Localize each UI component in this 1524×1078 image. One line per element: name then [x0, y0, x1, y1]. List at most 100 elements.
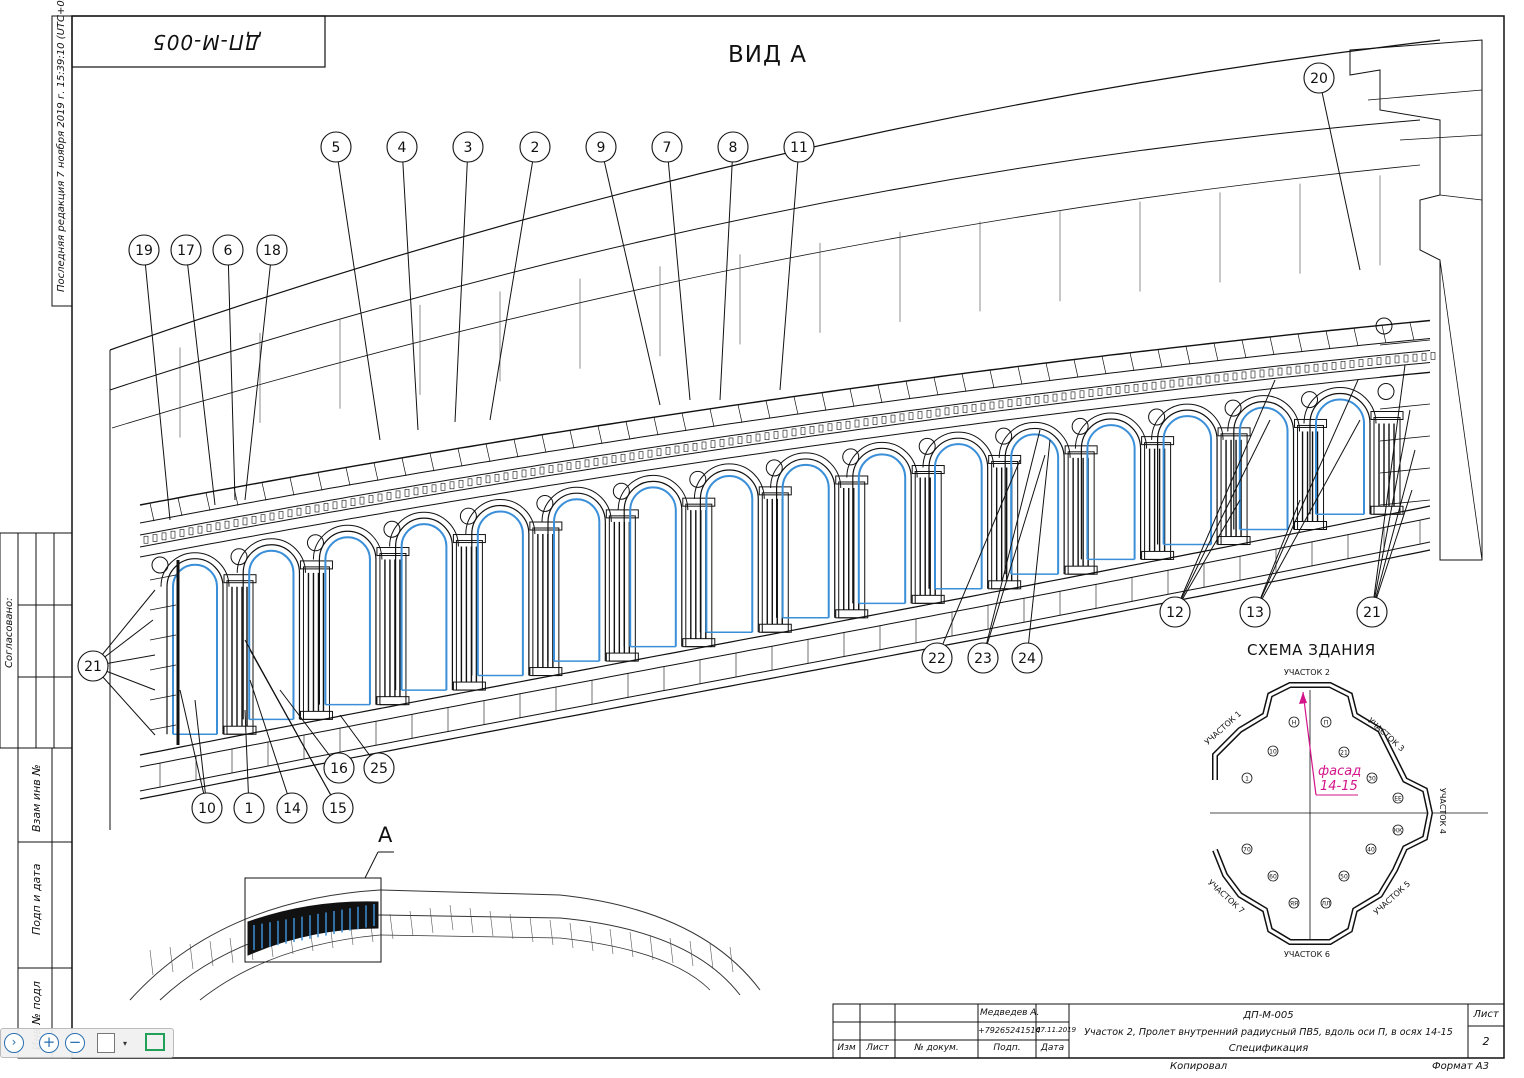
pier-base: [758, 623, 792, 633]
cornice-joint: [877, 384, 883, 403]
cornice-joint: [625, 421, 631, 440]
fit-page-icon[interactable]: [145, 1033, 165, 1051]
dentil: [1205, 375, 1211, 384]
col-doc: № докум.: [914, 1043, 959, 1053]
scheme-axis-mark: [1392, 792, 1404, 804]
scheme-axis-mark-label: КК: [1394, 828, 1403, 835]
scheme-section-6: УЧАСТОК 6: [1284, 950, 1330, 959]
dentil: [917, 411, 923, 419]
zoom-in-button[interactable]: +: [39, 1033, 59, 1053]
overview-highlight: [247, 901, 379, 956]
cornice-joint: [569, 430, 575, 449]
cornice-joint: [541, 434, 547, 453]
overview-outer: [129, 889, 761, 1001]
dentil: [863, 418, 869, 427]
leader-line: [185, 249, 216, 506]
scheme-axis-mark-label: 30: [1368, 776, 1376, 783]
arch-frame: [776, 458, 836, 618]
dentil: [143, 535, 149, 544]
pier-base: [1370, 505, 1404, 515]
dentil: [908, 412, 914, 420]
leader-line: [1371, 449, 1416, 613]
cornice-joint: [1213, 343, 1219, 362]
pier-capital: [452, 534, 486, 544]
leader-line: [666, 146, 691, 401]
dentil: [1043, 394, 1049, 403]
dentil: [269, 512, 275, 521]
scheme-axis-mark: [1338, 746, 1350, 758]
overview-inner: [159, 914, 741, 1001]
dentil: [1367, 358, 1373, 366]
pier-capital: [376, 547, 410, 557]
roundel: [536, 494, 554, 512]
pier-base: [911, 594, 945, 604]
cornice-joint: [961, 373, 967, 392]
callout-21-left-bubble: [77, 650, 109, 682]
dentil: [422, 486, 428, 494]
page-icon[interactable]: [97, 1033, 115, 1053]
chevron-down-icon[interactable]: ▾: [123, 1039, 128, 1048]
scheme-section-2: УЧАСТОК 2: [1284, 668, 1330, 677]
overview-pier: [729, 946, 734, 973]
dentil: [971, 404, 977, 412]
tb-doc-type: Спецификация: [1228, 1043, 1309, 1054]
dentil: [1394, 355, 1400, 364]
callout-9-label: 9: [597, 140, 606, 156]
leader-line: [244, 709, 250, 809]
upper-cornice-line-2: [109, 119, 1421, 391]
roundel: [1375, 317, 1393, 335]
callout-24-label: 24: [1018, 651, 1036, 667]
roundel: [995, 427, 1013, 445]
overview-inner-2: [199, 934, 711, 1001]
overview-pier: [589, 925, 594, 952]
callout-14-label: 14: [283, 801, 301, 817]
arch-glass-edge: [400, 523, 448, 691]
nav-button[interactable]: ›: [4, 1033, 24, 1053]
dentil: [1277, 367, 1283, 376]
overview-pier: [209, 940, 214, 967]
callout-8-label: 8: [729, 140, 738, 156]
cornice-joint: [1017, 366, 1023, 385]
callout-3-bubble: [452, 131, 484, 163]
dentil: [611, 455, 617, 463]
arch-archivolt: [1074, 412, 1148, 449]
callout-16-label: 16: [330, 761, 348, 777]
dentil: [530, 468, 536, 476]
dentil: [827, 423, 833, 432]
wall-course: [149, 664, 177, 671]
pier-base: [605, 652, 639, 662]
dentil: [413, 487, 419, 496]
detail-label: А: [378, 823, 393, 847]
scheme-axis-mark: [1288, 716, 1300, 728]
dentil: [512, 471, 518, 479]
dentil: [278, 511, 284, 519]
roundel: [151, 556, 169, 574]
dentil: [1088, 389, 1094, 397]
dentil: [719, 439, 725, 447]
overview-pier: [689, 940, 694, 967]
dentil: [1016, 398, 1022, 406]
callout-4-label: 4: [398, 140, 407, 156]
callout-4-bubble: [386, 131, 418, 163]
dentil: [1403, 354, 1409, 363]
scheme-axis-mark-label: 60: [1269, 874, 1277, 881]
dentil: [341, 499, 347, 508]
zoom-out-button[interactable]: −: [65, 1033, 85, 1053]
dentil: [323, 503, 329, 511]
dentil: [953, 406, 959, 415]
dentil: [1133, 383, 1139, 392]
leader-line: [249, 679, 293, 809]
overview-pier: [649, 934, 654, 961]
callout-17-bubble: [170, 234, 202, 266]
dentil: [1232, 372, 1238, 381]
arch-archivolt: [617, 474, 689, 511]
arch-frame: [166, 558, 224, 735]
dentil: [980, 402, 986, 411]
roundel: [1377, 382, 1395, 400]
tb-sheet-label: Лист: [1473, 1009, 1499, 1020]
scheme-axis-mark-label: 1: [1245, 776, 1249, 783]
leader-line: [92, 589, 156, 667]
scheme-axis-mark: [1241, 772, 1253, 784]
dentil: [1115, 386, 1121, 394]
